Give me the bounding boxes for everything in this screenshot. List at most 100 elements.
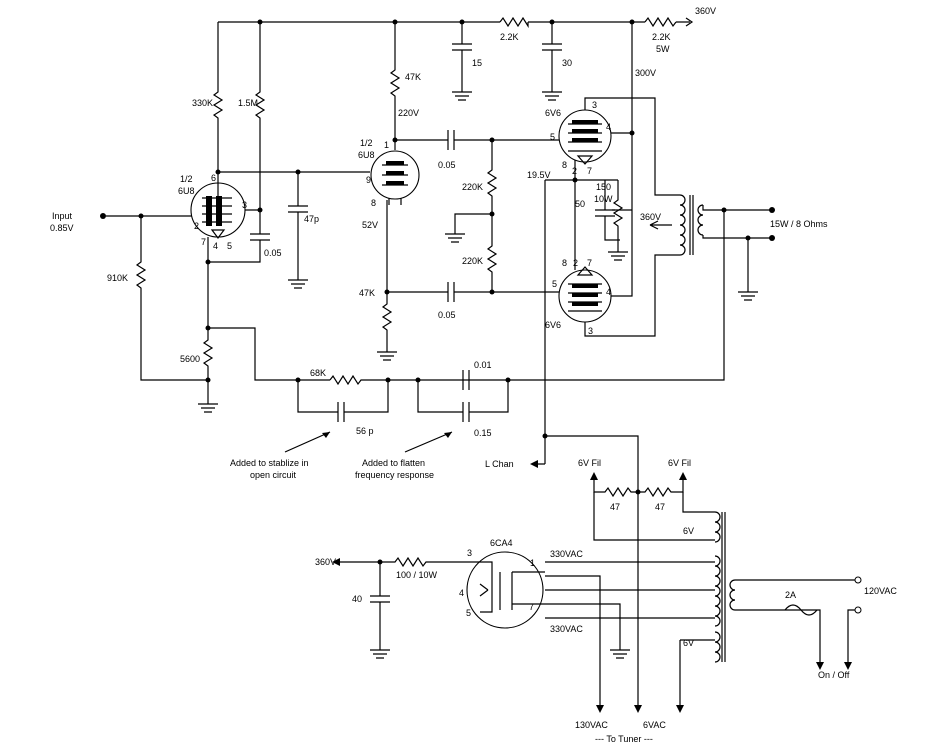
label-330vac-a: 330VAC <box>550 549 583 559</box>
tube-6v6-top <box>558 97 680 196</box>
label-6vac: 6VAC <box>643 720 666 730</box>
label-0-05-a: 0.05 <box>264 248 282 258</box>
pin-1-label: 1 <box>384 140 389 150</box>
label-half-2: 1/2 <box>360 138 373 148</box>
label-68k: 68K <box>310 368 326 378</box>
cap-50 <box>595 180 620 241</box>
input-terminal[interactable] <box>100 213 106 219</box>
pin-9-label: 9 <box>366 175 371 185</box>
label-5w: 5W <box>656 44 670 54</box>
label-speaker: 15W / 8 Ohms <box>770 219 828 229</box>
label-6u8-2: 6U8 <box>358 150 375 160</box>
speaker-terminal-minus[interactable] <box>769 235 775 241</box>
wire-cathode-bus <box>574 160 618 270</box>
label-360v-ps: 360V <box>315 557 336 567</box>
label-0-05-c: 0.05 <box>438 310 456 320</box>
fuse-2a <box>784 604 818 616</box>
tube-6ca4 <box>466 551 545 629</box>
label-120vac: 120VAC <box>864 586 897 596</box>
cap-47p <box>288 172 308 289</box>
output-transformer <box>649 194 772 301</box>
pin-5-6ca4: 5 <box>466 608 471 618</box>
label-220v: 220V <box>398 108 419 118</box>
label-6v-fil-left: 6V Fil <box>578 458 601 468</box>
label-c30: 30 <box>562 58 572 68</box>
resistor-2k2-b <box>644 16 677 28</box>
label-6ca4: 6CA4 <box>490 538 513 548</box>
resistor-910k <box>135 216 208 381</box>
label-1-5m: 1.5M <box>238 98 258 108</box>
label-0-05-b: 0.05 <box>438 160 456 170</box>
cap-40 <box>370 562 390 659</box>
label-6v6-top: 6V6 <box>545 108 561 118</box>
label-0-15: 0.15 <box>474 428 492 438</box>
resistor-2k2-a <box>499 16 529 29</box>
mains-terminal-b[interactable] <box>854 606 862 614</box>
pin-6-label: 6 <box>211 173 216 183</box>
pin-3-6v6-top: 3 <box>592 100 597 110</box>
label-input-v: 0.85V <box>50 223 74 233</box>
note-stabilize-2: open circuit <box>250 470 297 480</box>
label-150: 150 <box>596 182 611 192</box>
label-330k: 330K <box>192 98 213 108</box>
resistor-5600 <box>202 328 214 380</box>
label-5600: 5600 <box>180 354 200 364</box>
resistor-220k-a <box>486 140 498 214</box>
tube-6v6-bottom <box>558 210 680 337</box>
label-100-10w: 100 / 10W <box>396 570 438 580</box>
label-input: Input <box>52 211 73 221</box>
wire-lchan <box>538 435 639 705</box>
pin-3-6ca4: 3 <box>467 548 472 558</box>
resistor-100-10w <box>340 556 480 568</box>
label-6v-b: 6V <box>683 638 694 648</box>
label-300v: 300V <box>635 68 656 78</box>
pin-5-label: 5 <box>227 241 232 251</box>
pin-3-6v6-bottom: 3 <box>588 326 593 336</box>
label-6v-fil-right: 6V Fil <box>668 458 691 468</box>
label-6u8-1: 6U8 <box>178 186 195 196</box>
pin-1-6ca4: 1 <box>530 558 535 568</box>
power-transformer <box>714 511 858 663</box>
label-10w: 10W <box>594 194 613 204</box>
pin-5-6v6-top: 5 <box>550 132 555 142</box>
label-220k-a: 220K <box>462 182 483 192</box>
resistor-330k <box>212 22 224 172</box>
speaker-terminal-plus[interactable] <box>769 207 775 213</box>
label-to-tuner: --- To Tuner --- <box>595 734 653 744</box>
wire-feedback-return <box>508 210 725 381</box>
cap-0-01 <box>462 370 470 390</box>
pin-8-6v6-bottom: 8 <box>562 258 567 268</box>
pin-5-6v6-bottom: 5 <box>552 279 557 289</box>
resistor-47k-plate <box>389 22 401 150</box>
wire-19v5 <box>544 179 575 436</box>
pin-2-6v6-bottom: 2 <box>573 258 578 268</box>
label-6v6-bottom: 6V6 <box>545 320 561 330</box>
label-360v-top: 360V <box>695 6 716 16</box>
label-lchan: L Chan <box>485 459 514 469</box>
label-fuse: 2A <box>785 590 796 600</box>
ground-grid <box>445 213 492 243</box>
pin-3-label: 3 <box>242 200 247 210</box>
label-2k2-a: 2.2K <box>500 32 519 42</box>
cap-30 <box>542 22 562 101</box>
pin-4-label: 4 <box>213 241 218 251</box>
pin-8-label: 8 <box>371 198 376 208</box>
label-330vac-b: 330VAC <box>550 624 583 634</box>
label-47-b: 47 <box>655 502 665 512</box>
note-flatten-1: Added to flatten <box>362 458 425 468</box>
cap-0-05-a <box>208 209 270 263</box>
switch-leads[interactable] <box>816 662 852 670</box>
pin-8-6v6-top: 8 <box>562 160 567 170</box>
pin-7-6v6-top: 7 <box>587 166 592 176</box>
label-130vac: 130VAC <box>575 720 608 730</box>
label-6v-a: 6V <box>683 526 694 536</box>
resistor-150 <box>608 180 628 261</box>
note-stabilize-1: Added to stablize in <box>230 458 309 468</box>
mains-terminal-a[interactable] <box>854 576 862 584</box>
wire-feedback-node <box>208 327 330 381</box>
label-c15: 15 <box>472 58 482 68</box>
label-2k2-b: 2.2K <box>652 32 671 42</box>
label-on-off: On / Off <box>818 670 850 680</box>
